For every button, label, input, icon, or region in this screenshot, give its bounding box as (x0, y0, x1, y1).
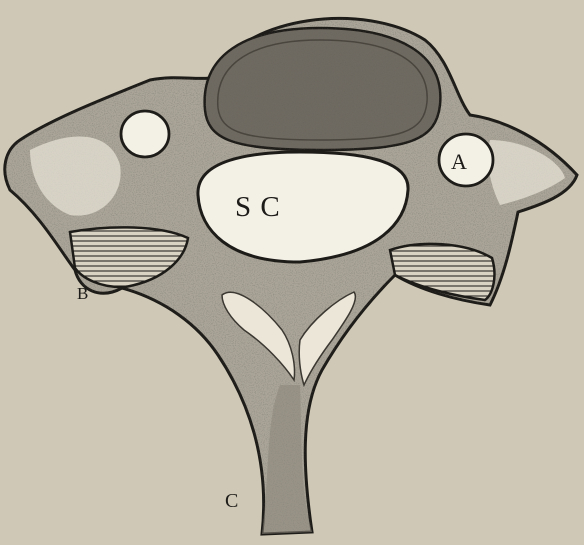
left-foramen (121, 111, 169, 157)
transverse-process-label: B (77, 285, 88, 302)
foramen-label: A (451, 151, 467, 173)
spinal-canal-label: S C (235, 193, 281, 222)
spinous-process-label: C (225, 491, 238, 511)
right-articular-facet (390, 244, 494, 300)
